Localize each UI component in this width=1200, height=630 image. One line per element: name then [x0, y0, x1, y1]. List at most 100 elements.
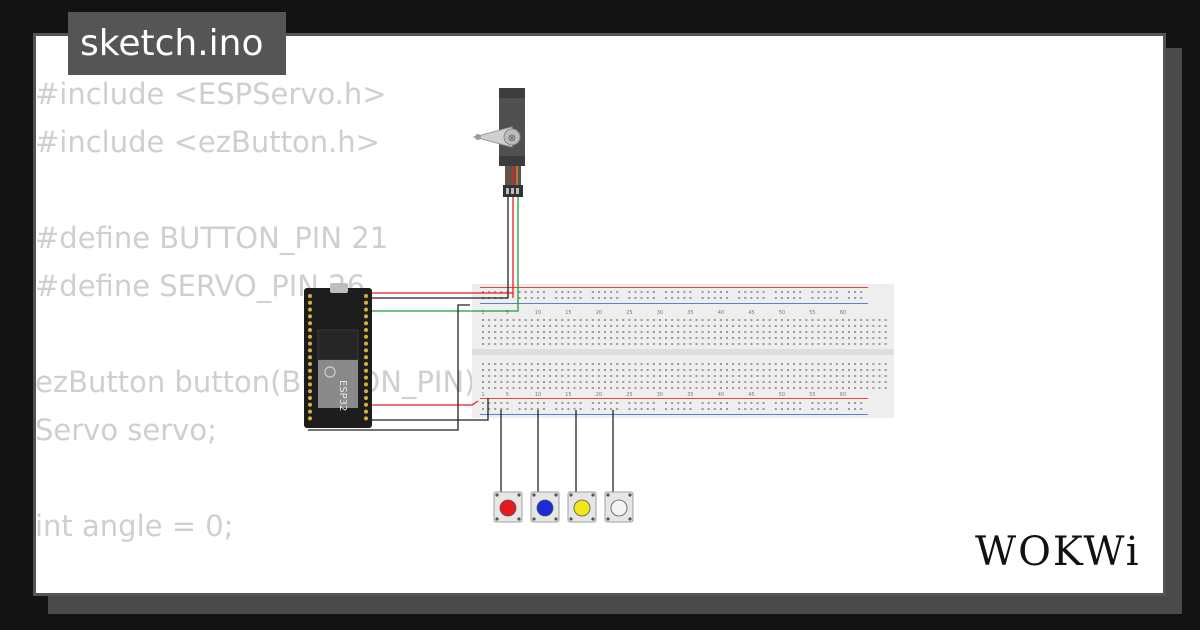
column-label: 25 — [626, 392, 632, 398]
breadboard-hole — [787, 291, 789, 293]
breadboard-hole — [524, 337, 527, 339]
servo-horn-hole — [475, 134, 481, 140]
breadboard-hole — [488, 363, 491, 365]
breadboard-hole — [634, 381, 637, 383]
breadboard-hole — [719, 408, 722, 410]
breadboard-hole — [787, 363, 789, 365]
breadboard-hole — [732, 343, 735, 345]
breadboard-hole — [738, 387, 741, 389]
breadboard-hole — [683, 402, 686, 404]
white-button[interactable] — [604, 491, 634, 523]
breadboard-hole — [719, 363, 722, 365]
breadboard-hole — [707, 381, 710, 383]
breadboard-hole — [494, 291, 497, 293]
breadboard-hole — [744, 363, 747, 365]
breadboard-hole — [585, 375, 588, 377]
esp32-board[interactable]: ESP32 — [304, 283, 372, 428]
breadboard-hole — [780, 369, 783, 371]
breadboard-hole — [738, 337, 741, 339]
breadboard-hole — [494, 363, 497, 365]
breadboard-hole — [567, 331, 570, 333]
button-corner-dot — [591, 493, 595, 497]
breadboard-hole — [884, 319, 887, 321]
breadboard-hole — [884, 375, 887, 377]
esp32-pin — [308, 362, 312, 366]
breadboard-hole — [780, 375, 783, 377]
breadboard-hole — [652, 291, 655, 293]
servo-motor[interactable]: ⊗ — [472, 88, 525, 197]
breadboard-hole — [848, 363, 850, 365]
breadboard-hole — [841, 325, 844, 327]
breadboard[interactable]: 1155101015152020252530303535404045455050… — [472, 284, 894, 418]
filename-tab[interactable]: sketch.ino — [68, 12, 286, 75]
breadboard-hole — [482, 369, 484, 371]
breadboard-hole — [549, 381, 552, 383]
breadboard-hole — [884, 369, 887, 371]
breadboard-hole — [854, 291, 857, 293]
push-buttons[interactable] — [493, 491, 634, 523]
breadboard-hole — [585, 319, 588, 321]
breadboard-hole — [756, 387, 759, 389]
breadboard-hole — [579, 387, 582, 389]
breadboard-hole — [488, 291, 491, 293]
breadboard-hole — [530, 337, 533, 339]
breadboard-hole — [835, 381, 838, 383]
breadboard-hole — [750, 408, 753, 410]
breadboard-hole — [750, 291, 753, 293]
breadboard-hole — [671, 363, 674, 365]
breadboard-hole — [506, 325, 509, 327]
breadboard-hole — [805, 369, 808, 371]
breadboard-hole — [750, 319, 753, 321]
breadboard-hole — [829, 325, 832, 327]
breadboard-hole — [817, 408, 820, 410]
breadboard-hole — [573, 402, 576, 404]
breadboard-hole — [671, 291, 674, 293]
breadboard-hole — [567, 319, 570, 321]
breadboard-hole — [677, 291, 680, 293]
breadboard-hole — [658, 325, 661, 327]
breadboard-hole — [793, 375, 796, 377]
breadboard-hole — [774, 402, 777, 404]
breadboard-hole — [604, 319, 606, 321]
breadboard-hole — [884, 331, 887, 333]
breadboard-hole — [530, 375, 533, 377]
breadboard-hole — [543, 363, 545, 365]
breadboard-hole — [726, 408, 728, 410]
blue-button[interactable] — [530, 491, 560, 523]
breadboard-hole — [780, 297, 783, 299]
breadboard-hole — [756, 343, 759, 345]
breadboard-hole — [701, 387, 704, 389]
breadboard-hole — [585, 369, 588, 371]
breadboard-hole — [762, 337, 765, 339]
column-label: 40 — [718, 392, 724, 398]
breadboard-hole — [561, 381, 564, 383]
breadboard-hole — [835, 375, 838, 377]
breadboard-hole — [524, 375, 527, 377]
column-label: 10 — [535, 310, 541, 316]
breadboard-hole — [488, 319, 491, 321]
breadboard-hole — [878, 325, 881, 327]
breadboard-hole — [482, 402, 484, 404]
breadboard-hole — [762, 408, 765, 410]
esp32-pin — [308, 341, 312, 346]
yellow-button[interactable] — [567, 491, 597, 523]
breadboard-hole — [835, 402, 838, 404]
breadboard-hole — [878, 363, 881, 365]
breadboard-hole — [738, 343, 741, 345]
esp32-pin — [308, 382, 312, 387]
column-label: 55 — [809, 392, 815, 398]
breadboard-hole — [646, 291, 649, 293]
code-line: #define SERVO_PIN 26 — [35, 269, 366, 303]
esp32-pin — [364, 328, 368, 332]
breadboard-hole — [555, 369, 558, 371]
button-corner-dot — [606, 517, 610, 521]
red-button[interactable] — [493, 491, 523, 523]
board-rail-black-wire — [308, 304, 470, 431]
code-editor[interactable]: #include <ESPServo.h>#include <ezButton.… — [35, 70, 485, 550]
breadboard-hole — [628, 363, 631, 365]
breadboard-hole — [756, 325, 759, 327]
column-label: 20 — [596, 392, 602, 398]
breadboard-hole — [787, 331, 789, 333]
breadboard-hole — [652, 369, 655, 371]
